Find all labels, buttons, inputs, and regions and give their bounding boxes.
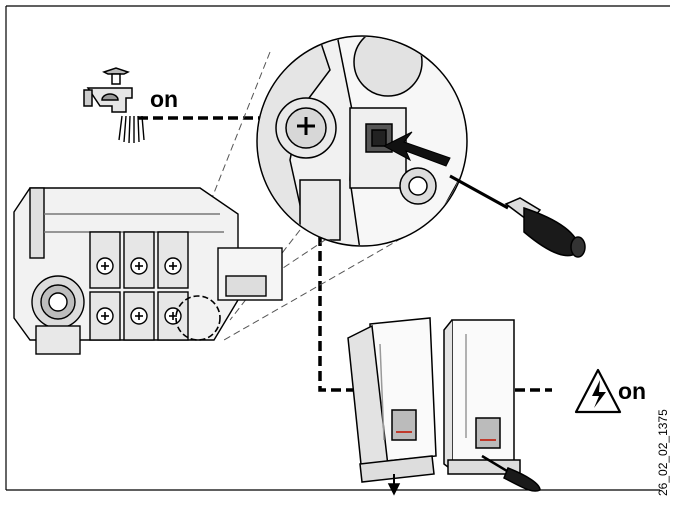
valve-block-assembly: [13, 187, 283, 355]
power-on-label: on: [618, 378, 646, 404]
screwdriver-icon: [449, 174, 586, 258]
water-heater-unit-left: [347, 317, 437, 496]
water-on-label: on: [150, 86, 178, 112]
cross-slot-icon: [297, 117, 315, 135]
arrow-icon: [382, 131, 451, 167]
magnified-detail: [256, 35, 468, 247]
water-heater-unit-right: [443, 319, 541, 492]
reset-button-highlight: [175, 295, 221, 341]
figure-code: 26_02_02_1375: [656, 409, 670, 496]
electric-hazard-icon: [574, 368, 622, 414]
water-tap-icon: [83, 67, 145, 144]
diagram-frame: [5, 5, 670, 491]
